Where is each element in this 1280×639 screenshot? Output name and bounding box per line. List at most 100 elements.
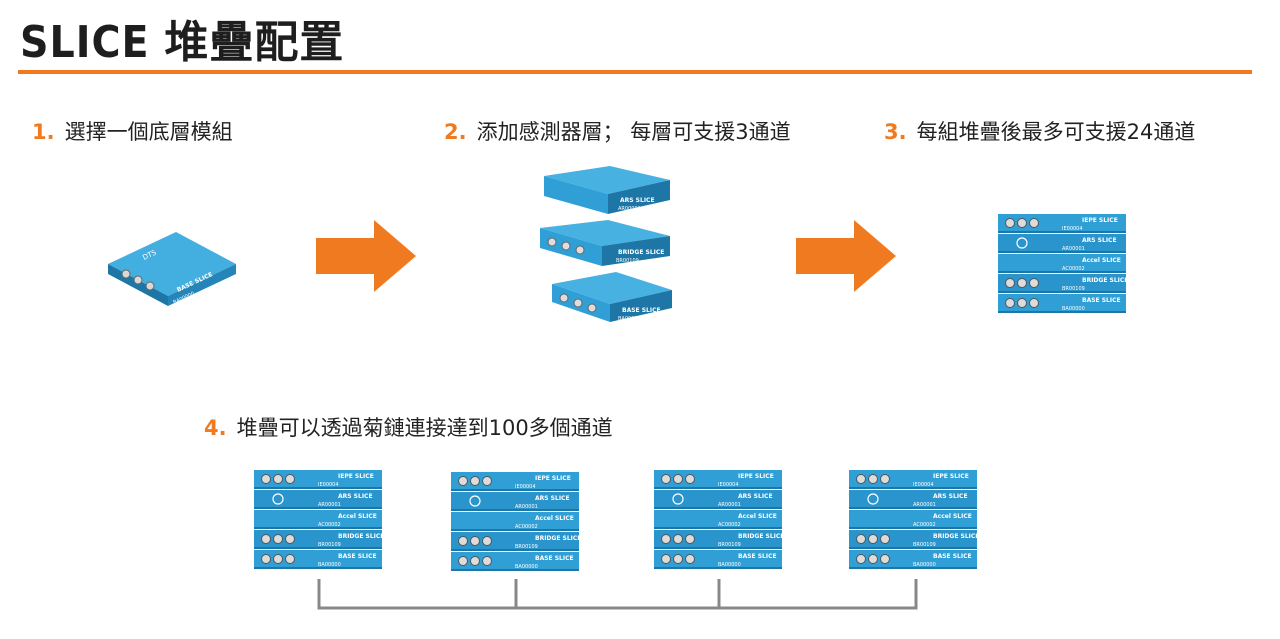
step-3-text: 每組堆疊後最多可支援24通道 [916,120,1196,144]
stack-layer [451,512,579,531]
stack-layer-serial: BA00000 [718,562,741,568]
step-2-text: 添加感測器層； 每層可支援3通道 [476,120,791,144]
connector-port-icon [470,556,480,566]
stack-layer [654,510,782,529]
ars-logo-icon [1016,237,1028,249]
stack-layer-seam [254,547,382,549]
stack-layer-name: BASE SLICE [535,555,574,562]
stack-layer-name: Accel SLICE [1082,257,1121,264]
step-3-label: 3. 每組堆疊後最多可支援24通道 [884,116,1195,146]
page-title: SLICE 堆疊配置 [20,17,345,68]
step-4-number: 4. [204,416,227,440]
step-2-label: 2. 添加感測器層； 每層可支援3通道 [444,116,791,146]
stack-layer-serial: BA00000 [318,562,341,568]
connector-port-icon [482,556,492,566]
stack-layer-seam [254,487,382,489]
stack-layer-name: ARS SLICE [738,493,773,500]
stack-layer-serial: AC00002 [318,522,341,528]
connector-port-icon [661,474,671,484]
connector-port-icon [685,534,695,544]
step-1-label: 1.選擇一個底層模組 [32,116,233,146]
stack-layer [254,510,382,529]
arrow-right-icon [796,220,896,292]
stack-layer-name: BASE SLICE [1082,297,1121,304]
stack-layer-seam [451,509,579,511]
title-underline [18,70,1252,74]
stack-layer-seam [849,547,977,549]
stack-layer-seam [254,507,382,509]
stack-layer-name: BRIDGE SLICE [738,533,784,540]
stack-layer-name: ARS SLICE [338,493,373,500]
connector-port-icon [273,554,283,564]
stack-layer-seam [998,311,1126,313]
connector-port-icon [868,554,878,564]
ars-logo-icon [272,493,284,505]
step-3-number: 3. [884,120,907,144]
stack-layer-seam [254,527,382,529]
stack-layer-seam [654,507,782,509]
exploded-base-name: BASE SLICE [622,307,661,314]
stack-layer-serial: IE00004 [515,484,536,490]
stack-layer-name: ARS SLICE [933,493,968,500]
stack-layer-serial: AC00002 [515,524,538,530]
stack-layer-name: BRIDGE SLICE [338,533,384,540]
connector-port-icon [1005,218,1015,228]
ars-logo-icon [672,493,684,505]
connector-port-icon [285,534,295,544]
connector-port-icon [458,476,468,486]
stack-layer-seam [998,231,1126,233]
stack-layer-name: IEPE SLICE [933,473,969,480]
exploded-base-serial: BA00000 [618,316,641,322]
connector-port-icon [285,474,295,484]
stack-layer-serial: AR00001 [515,504,538,510]
exploded-bridge-serial: BR00109 [616,258,639,264]
stack-layer [849,510,977,529]
stack-layer-name: Accel SLICE [933,513,972,520]
connector-port-icon [685,554,695,564]
connector-port-icon [880,534,890,544]
stack-layer-name: IEPE SLICE [738,473,774,480]
stack-layer-serial: BA00000 [1062,306,1085,312]
connector-port-icon [856,474,866,484]
stack-layer-name: BASE SLICE [738,553,777,560]
stack-layer-name: BASE SLICE [933,553,972,560]
stack-layer-seam [451,549,579,551]
connector-port-icon [1005,278,1015,288]
connector-port-icon [482,476,492,486]
stack-layer-serial: BA00000 [515,564,538,570]
stack-layer-seam [998,291,1126,293]
stack-layer-seam [654,567,782,569]
stack-layer-name: BASE SLICE [338,553,377,560]
stack-layer [254,470,382,489]
connector-port-icon [661,554,671,564]
connector-port-icon [856,554,866,564]
step-4-label: 4.堆疊可以透過菊鏈連接達到100多個通道 [204,412,613,442]
stack-layer-seam [849,507,977,509]
stack-layer-seam [654,527,782,529]
ars-logo-icon [469,495,481,507]
stack-layer-seam [998,251,1126,253]
stack-layer-serial: BR00109 [913,542,936,548]
stack-layer-name: Accel SLICE [535,515,574,522]
stack-layer-serial: AR00001 [913,502,936,508]
connector-port-icon [661,534,671,544]
stack-layer-seam [654,547,782,549]
step-1-number: 1. [32,120,55,144]
stack-layer-name: IEPE SLICE [1082,217,1118,224]
stack-layer [451,492,579,511]
stack-layer-name: IEPE SLICE [338,473,374,480]
step-2-number: 2. [444,120,467,144]
arrow-right-icon [316,220,416,292]
stack-layer [654,550,782,569]
stack-layer [654,490,782,509]
stack-layer-seam [849,487,977,489]
connector-port-icon [1029,218,1039,228]
stack-layer-seam [998,271,1126,273]
stack-layer-seam [849,567,977,569]
connector-port-icon [1029,278,1039,288]
connector-port-icon [261,554,271,564]
stack-layer [451,472,579,491]
stack-layer-seam [451,569,579,571]
